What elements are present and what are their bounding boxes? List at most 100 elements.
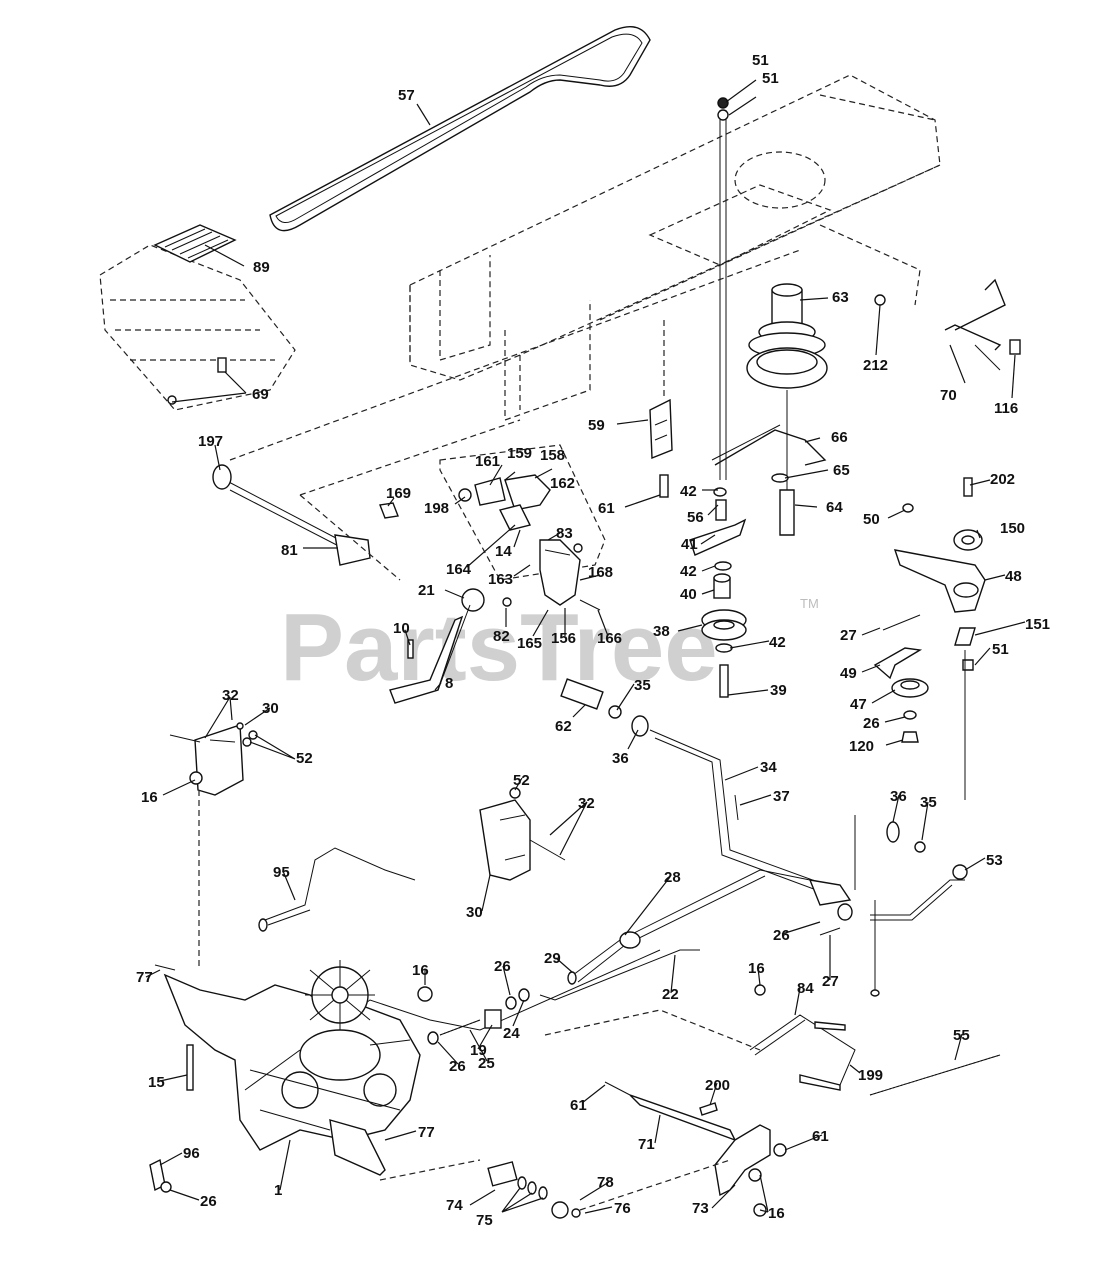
engine-pulley-assembly <box>717 97 828 536</box>
callout-73: 73 <box>692 1200 709 1217</box>
callout-26: 26 <box>863 715 880 732</box>
brake-bracket-71 <box>604 1081 787 1217</box>
callout-36: 36 <box>890 788 907 805</box>
spring-55 <box>869 1054 1001 1096</box>
callout-61: 61 <box>812 1128 829 1145</box>
callout-30: 30 <box>262 700 279 717</box>
callout-28: 28 <box>664 869 681 886</box>
callout-25: 25 <box>478 1055 495 1072</box>
brake-clutch-bracket <box>379 444 606 611</box>
callout-leaders <box>145 79 1026 1214</box>
callout-83: 83 <box>556 525 573 542</box>
callout-41: 41 <box>681 536 698 553</box>
brake-rod-84 <box>749 984 856 1091</box>
callout-95: 95 <box>273 864 290 881</box>
callout-labels: 51 51 57 89 69 63 212 70 116 66 59 65 19… <box>136 52 1050 1229</box>
brake-hardware <box>379 1159 731 1219</box>
callout-212: 212 <box>863 357 888 374</box>
bracket-30-right <box>479 787 566 881</box>
idler-arm-48 <box>882 477 986 800</box>
drive-belt <box>269 26 651 232</box>
bracket-30-left <box>169 722 258 970</box>
callout-64: 64 <box>826 499 843 516</box>
idler-bracket <box>711 424 827 466</box>
shift-lever <box>389 588 485 704</box>
watermark: PartsTree <box>280 594 718 701</box>
transaxle <box>149 960 433 1193</box>
callout-77: 77 <box>136 969 153 986</box>
tractor-frame <box>409 74 941 421</box>
callout-59: 59 <box>588 417 605 434</box>
shift-rod-95 <box>258 847 416 932</box>
callout-26: 26 <box>494 958 511 975</box>
callout-35: 35 <box>634 677 651 694</box>
callout-77: 77 <box>418 1124 435 1141</box>
callout-53: 53 <box>986 852 1003 869</box>
callout-78: 78 <box>597 1174 614 1191</box>
callout-202: 202 <box>990 471 1015 488</box>
callout-116: 116 <box>994 400 1018 417</box>
callout-30: 30 <box>466 904 483 921</box>
callout-56: 56 <box>687 509 704 526</box>
callout-51: 51 <box>992 641 1009 658</box>
callout-48: 48 <box>1005 568 1022 585</box>
spring-bracket-70 <box>874 278 1021 371</box>
pivot-shaft <box>212 249 801 581</box>
callout-168: 168 <box>588 564 613 581</box>
callout-26: 26 <box>449 1058 466 1075</box>
callout-35: 35 <box>920 794 937 811</box>
callout-16: 16 <box>768 1205 785 1222</box>
callout-24: 24 <box>503 1025 520 1042</box>
callout-163: 163 <box>488 571 513 588</box>
callout-42: 42 <box>680 563 697 580</box>
rod-53 <box>819 815 968 997</box>
callout-40: 40 <box>680 586 697 603</box>
callout-165: 165 <box>517 635 542 652</box>
callout-42: 42 <box>680 483 697 500</box>
pedal-pad <box>153 224 237 263</box>
callout-51: 51 <box>762 70 779 87</box>
bolt-69 <box>167 357 227 405</box>
callout-200: 200 <box>705 1077 730 1094</box>
watermark-trademark: TM <box>800 596 819 611</box>
callout-62: 62 <box>555 718 572 735</box>
callout-65: 65 <box>833 462 850 479</box>
idler-pulley-47 <box>873 647 929 743</box>
callout-8: 8 <box>445 675 453 692</box>
callout-26: 26 <box>200 1193 217 1210</box>
callout-63: 63 <box>832 289 849 306</box>
callout-21: 21 <box>418 582 435 599</box>
spring-25 <box>427 988 530 1045</box>
callout-66: 66 <box>831 429 848 446</box>
callout-36: 36 <box>612 750 629 767</box>
callout-32: 32 <box>222 687 239 704</box>
callout-70: 70 <box>940 387 957 404</box>
callout-159: 159 <box>507 445 532 462</box>
callout-16: 16 <box>412 962 429 979</box>
callout-10: 10 <box>393 620 410 637</box>
callout-71: 71 <box>638 1136 655 1153</box>
callout-84: 84 <box>797 980 814 997</box>
callout-32: 32 <box>578 795 595 812</box>
callout-47: 47 <box>850 696 867 713</box>
callout-96: 96 <box>183 1145 200 1162</box>
callout-1: 1 <box>274 1182 282 1199</box>
callout-57: 57 <box>398 87 415 104</box>
callout-15: 15 <box>148 1074 165 1091</box>
callout-51: 51 <box>752 52 769 69</box>
callout-16: 16 <box>141 789 158 806</box>
callout-166: 166 <box>597 630 622 647</box>
idler-pulley-stack <box>689 487 747 698</box>
callout-16: 16 <box>748 960 765 977</box>
callout-19: 19 <box>470 1042 487 1059</box>
callout-76: 76 <box>614 1200 631 1217</box>
callout-150: 150 <box>1000 520 1025 537</box>
callout-198: 198 <box>424 500 449 517</box>
callout-22: 22 <box>662 986 679 1003</box>
callout-61: 61 <box>570 1097 587 1114</box>
callout-162: 162 <box>550 475 575 492</box>
callout-14: 14 <box>495 543 512 560</box>
callout-81: 81 <box>281 542 298 559</box>
callout-89: 89 <box>253 259 270 276</box>
callout-27: 27 <box>840 627 857 644</box>
